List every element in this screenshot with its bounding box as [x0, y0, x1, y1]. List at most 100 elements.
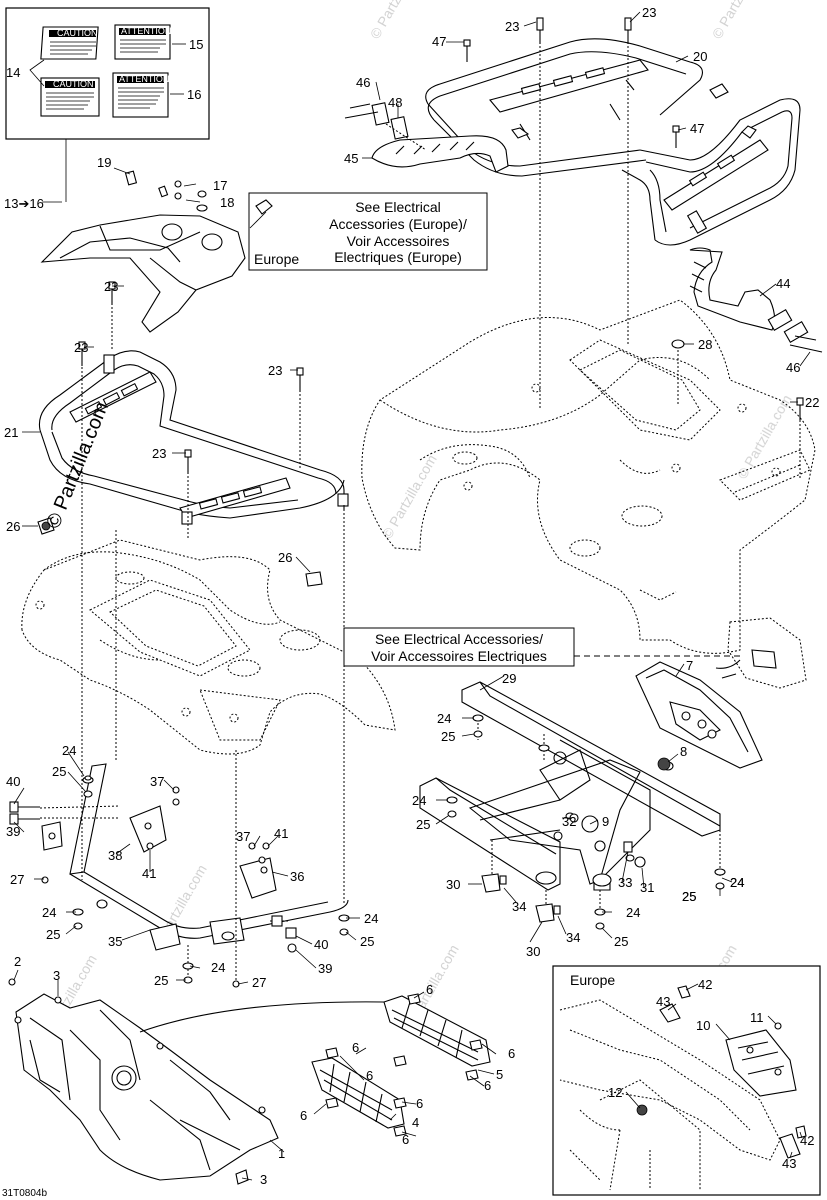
callout: 30	[526, 944, 540, 959]
callout: 24	[364, 911, 378, 926]
callout: 23	[152, 446, 166, 461]
callout: 6	[484, 1078, 491, 1093]
callout: 9	[602, 814, 609, 829]
center-cover-part	[40, 170, 488, 333]
callout: 32	[562, 814, 576, 829]
callout: 22	[805, 395, 819, 410]
rear-fender-part	[361, 299, 816, 654]
callout: 42	[698, 977, 712, 992]
attention-decal-text: ATTENTION	[119, 74, 169, 84]
note-electrical: See Electrical Accessories/ Voir Accesso…	[343, 627, 575, 667]
callout: 25	[46, 927, 60, 942]
note-line: See Electrical Accessories/	[375, 631, 543, 647]
leader-lines	[13, 11, 811, 1181]
callout: 26	[278, 550, 292, 565]
callout: 11	[750, 1010, 764, 1025]
callout: 25	[614, 934, 628, 949]
callout: 10	[696, 1018, 710, 1033]
callout: 14	[6, 65, 20, 80]
callout: 38	[108, 848, 122, 863]
fasteners	[9, 17, 804, 1137]
callout: 40	[6, 774, 20, 789]
callout: 6	[426, 982, 433, 997]
callout: 34	[512, 899, 526, 914]
callout: 20	[693, 49, 707, 64]
callout: 27	[252, 975, 266, 990]
callout: 24	[437, 711, 451, 726]
callout: 24	[730, 875, 744, 890]
rear-bumper-part	[419, 681, 721, 891]
note-line: Electriques (Europe)	[334, 249, 462, 265]
callout: 13➔16	[4, 196, 44, 211]
callout: 5	[496, 1067, 503, 1082]
callout: 39	[6, 824, 20, 839]
callout: 37	[236, 829, 250, 844]
callout: 24	[412, 793, 426, 808]
tail-light-part	[635, 617, 807, 771]
callout: 28	[698, 337, 712, 352]
callout: 8	[680, 744, 687, 759]
caution-decal-text: CAUTION	[53, 79, 94, 89]
callout: 7	[686, 658, 693, 673]
attention-decal-text: ATTENTION	[121, 26, 171, 36]
callout: 46	[786, 360, 800, 375]
note-line: See Electrical	[355, 199, 441, 215]
callout: 23	[104, 279, 118, 294]
callout: 37	[150, 774, 164, 789]
callout: 25	[441, 729, 455, 744]
callout: 12	[608, 1085, 622, 1100]
callout: 2	[14, 954, 21, 969]
callout: 1	[278, 1146, 285, 1161]
callout: 35	[108, 934, 122, 949]
front-bumper-part	[41, 763, 349, 951]
callouts: 1 2 3 3 4 5 6 6 6 6 6 6 6 6 7 8 9 10 11 …	[4, 5, 819, 1187]
callout: 19	[97, 155, 111, 170]
grille-insert-4	[311, 1057, 405, 1129]
callout: 24	[42, 905, 56, 920]
callout: 43	[656, 994, 670, 1009]
callout: 31	[640, 880, 654, 895]
watermark: © Partzilla.com	[734, 392, 795, 482]
callout: 6	[402, 1132, 409, 1147]
callout: 24	[211, 960, 225, 975]
note-line: Voir Accessoires Electriques	[371, 648, 547, 664]
callout: 3	[260, 1172, 267, 1187]
callout: 24	[626, 905, 640, 920]
callout: 6	[416, 1096, 423, 1111]
callout: 27	[10, 872, 24, 887]
grille-insert-5	[383, 995, 491, 1067]
callout: 41	[142, 866, 156, 881]
grab-handle-part	[344, 102, 509, 173]
callout: 41	[274, 826, 288, 841]
watermark: © Partzilla.com	[709, 0, 770, 42]
callout: 4	[412, 1115, 419, 1130]
europe-tag: Europe	[254, 251, 299, 267]
callout: 23	[642, 5, 656, 20]
callout: 15	[189, 37, 203, 52]
front-grille-part	[8, 978, 385, 1185]
callout: 6	[300, 1108, 307, 1123]
callout: 46	[356, 75, 370, 90]
callout: 24	[62, 743, 76, 758]
callout: 39	[318, 961, 332, 976]
rear-rack-part	[425, 38, 801, 246]
callout: 25	[682, 889, 696, 904]
callout: 23	[268, 363, 282, 378]
front-rack-part	[38, 350, 349, 525]
callout: 29	[502, 671, 516, 686]
callout: 23	[505, 19, 519, 34]
callout: 25	[154, 973, 168, 988]
watermark: © Partzilla.com	[367, 0, 428, 42]
decal-box: CAUTION ATTENTION CAUTION ATTENTION	[5, 7, 210, 202]
callout: 6	[352, 1040, 359, 1055]
callout: 40	[314, 937, 328, 952]
inset-title: Europe	[570, 972, 615, 988]
callout: 18	[220, 195, 234, 210]
callout: 24	[730, 875, 744, 890]
callout: 45	[344, 151, 358, 166]
callout: 21	[4, 425, 18, 440]
callout: 17	[213, 178, 227, 193]
figure-code: 31T0804b	[2, 1188, 47, 1199]
callout: 48	[388, 95, 402, 110]
